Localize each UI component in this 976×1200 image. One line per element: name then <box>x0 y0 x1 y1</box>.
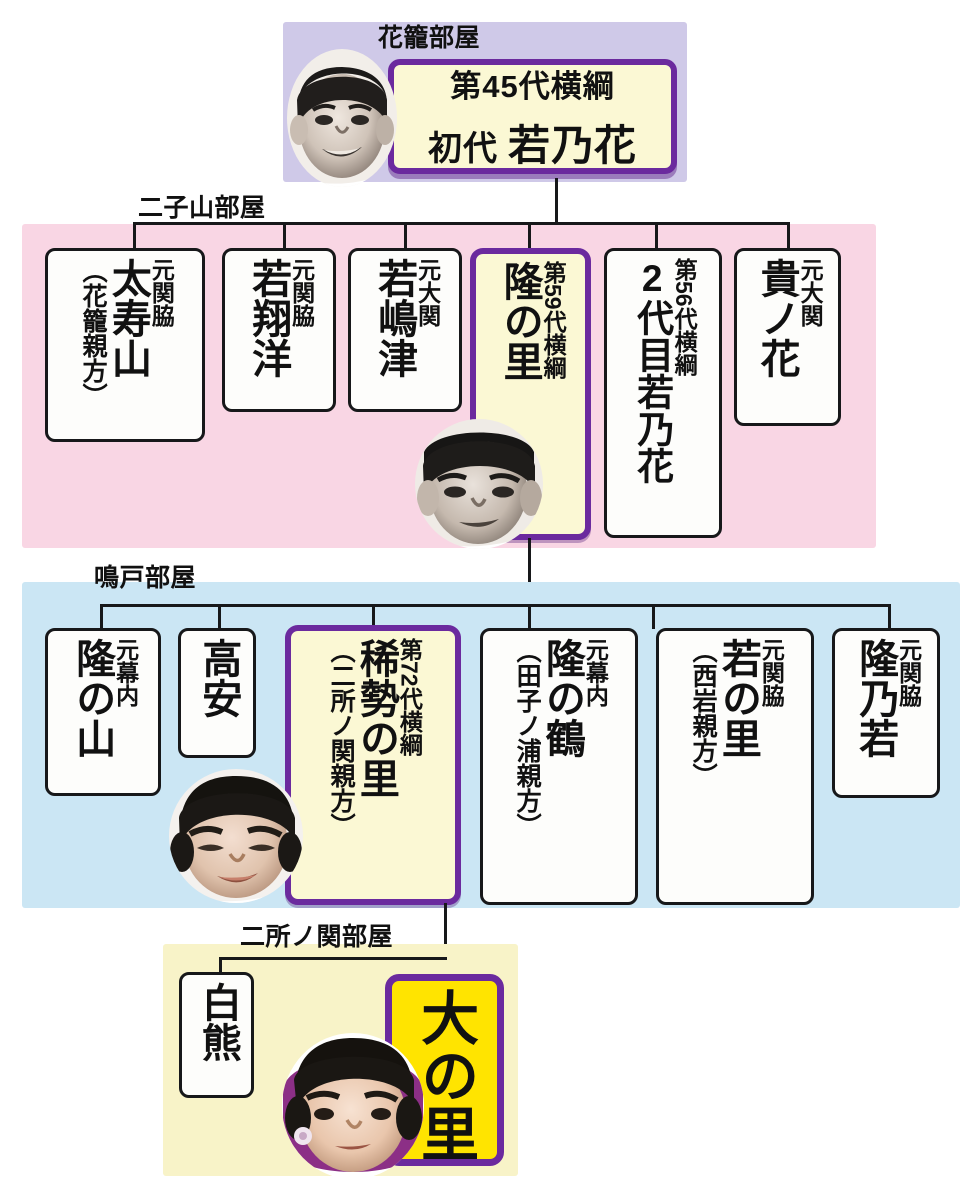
avatar-takanosato <box>414 418 544 550</box>
rank-label: 元関脇 <box>288 258 315 327</box>
rank-label: 元関脇 <box>148 258 175 327</box>
person-box-takanowaka[interactable]: 元関脇 隆乃若 <box>832 628 940 798</box>
person-box-taijuyama[interactable]: 元関脇 太寿山 （花籠親方） <box>45 248 205 442</box>
rank-label: 元関脇 <box>758 638 785 707</box>
connector-gen2-stub-2 <box>283 222 286 249</box>
person-box-wakanohana-2[interactable]: 第56代横綱 2代目若乃花 <box>604 248 722 538</box>
name-label: 隆の鶴 <box>539 638 584 758</box>
name-main: 若乃花 <box>631 373 673 484</box>
rank-label: 第59代横綱 <box>540 261 567 379</box>
stable-label-nishonoseki: 二所ノ関部屋 <box>240 923 394 951</box>
rank-label: 元幕内 <box>112 638 139 707</box>
rank-label: 第72代横綱 <box>396 638 423 756</box>
avatar-wakanohana-1 <box>286 48 398 188</box>
person-box-takanoyama[interactable]: 元幕内 隆の山 <box>45 628 161 796</box>
connector-gen2-stub-5 <box>655 222 658 249</box>
name-main: 若乃花 <box>507 121 637 169</box>
person-box-takayasu[interactable]: 高安 <box>178 628 256 758</box>
sub-label: （花籠親方） <box>79 258 108 408</box>
connector-gen2-stub-4 <box>528 222 531 249</box>
rank-label: 元大関 <box>414 258 441 327</box>
name-prefix: 初代 <box>427 129 498 168</box>
connector-gen3-stub-6 <box>888 604 891 629</box>
person-box-onosato[interactable]: 大の里 <box>385 974 504 1166</box>
name-label: 若の里 <box>715 638 760 758</box>
person-box-wakashimazu[interactable]: 元大関 若嶋津 <box>348 248 462 412</box>
name-label: 高安 <box>196 638 241 718</box>
connector-gen1-down <box>555 178 558 224</box>
connector-gen3-stub-2 <box>218 604 221 629</box>
connector-gen3-stub-1 <box>100 604 103 629</box>
rank-label: 元幕内 <box>582 638 609 707</box>
person-box-takanohana[interactable]: 元大関 貴ノ花 <box>734 248 841 426</box>
name-label: 太寿山 <box>105 258 150 378</box>
connector-gen2-stub-1 <box>133 222 136 249</box>
name-label: 隆の山 <box>70 638 115 758</box>
name-label: 若嶋津 <box>372 258 417 378</box>
connector-gen4-stub-1 <box>219 957 222 975</box>
connector-gen3-stub-4 <box>528 604 531 629</box>
rank-label: 第45代横綱 <box>450 68 615 104</box>
stable-label-narutobeya: 鳴戸部屋 <box>94 564 197 592</box>
connector-gen3-stub-3 <box>372 604 375 629</box>
connector-gen2-down <box>528 538 531 605</box>
name-prefix: 2代目 <box>631 258 673 373</box>
name-label: 隆の里 <box>497 261 542 381</box>
person-card-wakanohana-1[interactable]: 第45代横綱 初代若乃花 <box>388 59 677 174</box>
sub-label: （二所ノ関親方） <box>327 638 356 838</box>
connector-gen2-bar <box>133 222 790 225</box>
name-label: 白熊 <box>195 982 240 1062</box>
person-box-wakanosato[interactable]: 元関脇 若の里 （西岩親方） <box>656 628 814 905</box>
name-label: 2代目若乃花 <box>631 258 673 484</box>
name-label: 若翔洋 <box>246 258 291 378</box>
connector-gen4-bar <box>219 957 447 960</box>
name-label: 大の里 <box>412 988 478 1162</box>
sub-label: （西岩親方） <box>689 638 718 788</box>
person-box-wakashoyo[interactable]: 元関脇 若翔洋 <box>222 248 336 412</box>
name-label: 稀勢の里 <box>353 638 398 798</box>
name-label: 初代若乃花 <box>428 112 637 173</box>
sub-label: （田子ノ浦親方） <box>513 638 542 838</box>
rank-label: 第56代横綱 <box>671 258 698 376</box>
connector-gen3-bar <box>100 604 890 607</box>
name-label: 隆乃若 <box>853 638 898 758</box>
person-box-takanotsuru[interactable]: 元幕内 隆の鶴 （田子ノ浦親方） <box>480 628 638 905</box>
name-label: 貴ノ花 <box>754 258 799 378</box>
person-box-kisenosato[interactable]: 第72代横綱 稀勢の里 （二所ノ関親方） <box>285 625 461 905</box>
person-box-hakuyu[interactable]: 白熊 <box>179 972 254 1098</box>
stable-label-hanakago: 花籠部屋 <box>378 24 481 52</box>
rank-label: 元大関 <box>797 258 824 327</box>
connector-gen2-stub-3 <box>404 222 407 249</box>
connector-gen3-down <box>444 903 447 975</box>
rank-label: 元関脇 <box>895 638 922 707</box>
stable-label-futagoyama: 二子山部屋 <box>138 194 266 222</box>
avatar-onosato <box>281 1032 425 1180</box>
avatar-kisenosato <box>168 768 304 904</box>
connector-gen3-stub-5 <box>652 604 655 629</box>
connector-gen2-stub-6 <box>787 222 790 249</box>
